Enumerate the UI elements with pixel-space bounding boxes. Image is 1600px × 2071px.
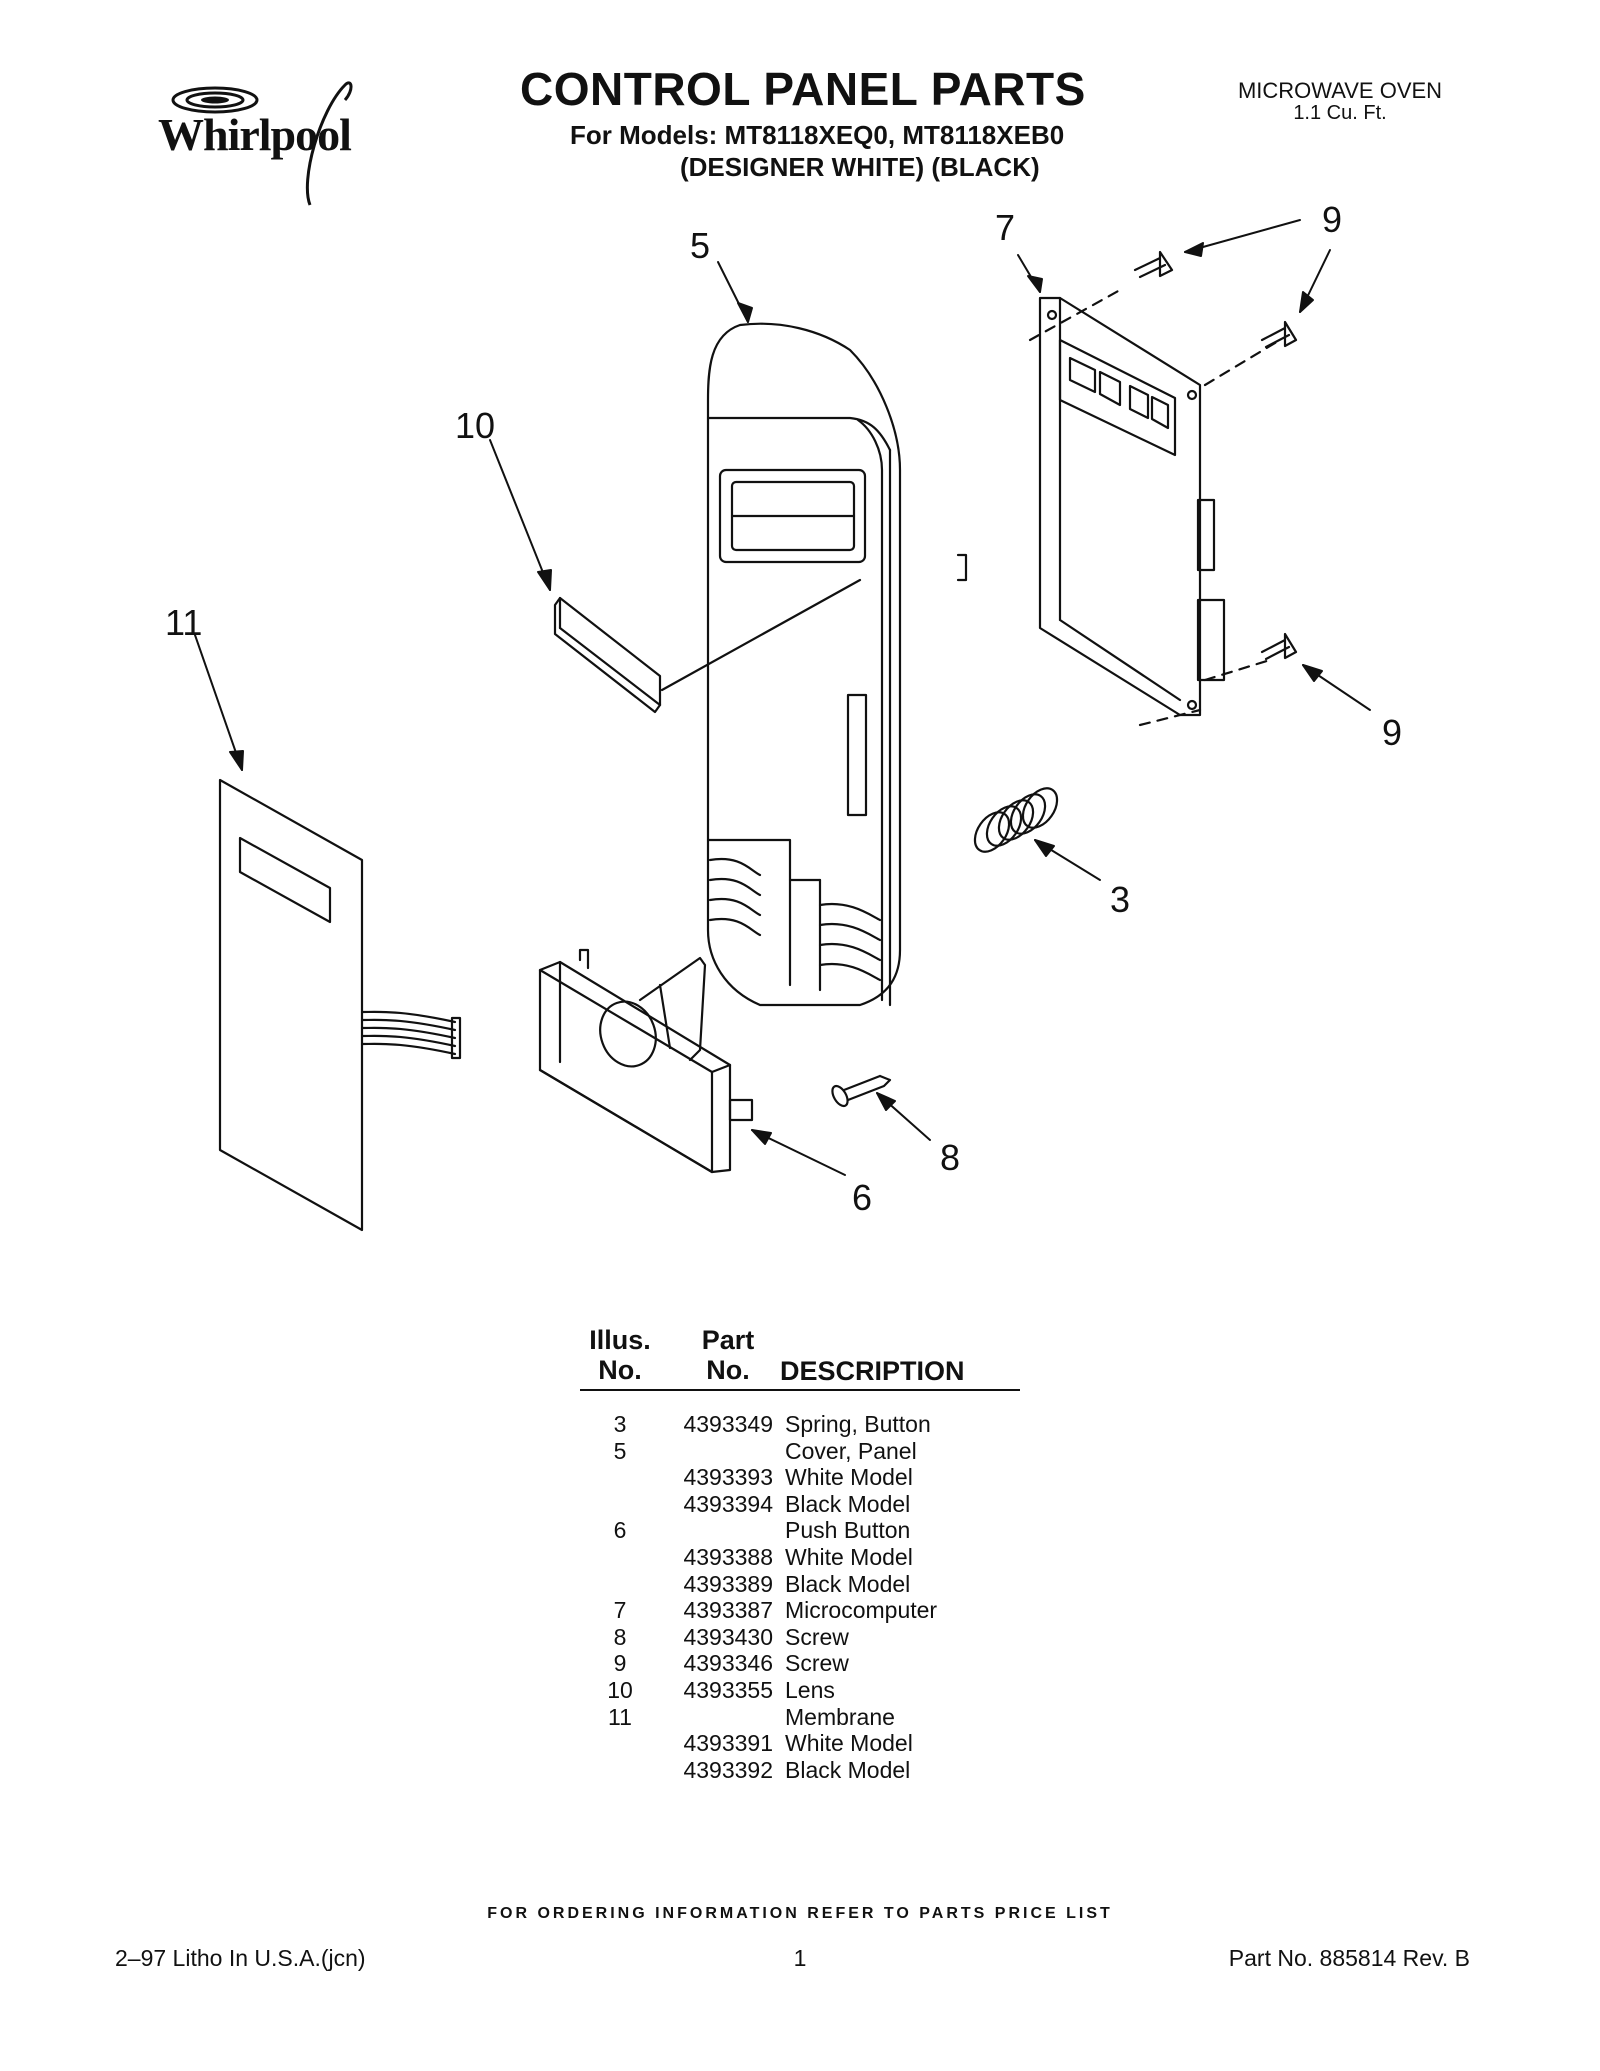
header-description: DESCRIPTION xyxy=(780,1356,965,1386)
whirlpool-logo-icon xyxy=(171,81,353,206)
part-no-cell: 4393394 xyxy=(683,1490,773,1517)
parts-table-header: Illus. No. Part No. DESCRIPTION xyxy=(580,1323,1020,1391)
push-button-icon xyxy=(538,948,754,1174)
description-cell: Spring, Button xyxy=(785,1411,931,1437)
table-row: 4393392 Black Model xyxy=(580,1757,1020,1784)
table-row: 10 4393355 Lens xyxy=(580,1677,1020,1704)
callout-9-bottom: 9 xyxy=(1382,712,1402,753)
part-no-cell: 4393389 xyxy=(683,1570,773,1597)
table-row: 8 4393430 Screw xyxy=(580,1624,1020,1651)
header-part-no-label: No. xyxy=(706,1355,750,1385)
table-row: 11 Membrane xyxy=(580,1704,1020,1731)
models-colors: (DESIGNER WHITE) (BLACK) xyxy=(680,152,1040,182)
description-cell: Microcomputer xyxy=(785,1597,938,1624)
exploded-parts-diagram: 5 7 9 10 11 9 3 8 6 xyxy=(165,199,1402,1232)
description-cell: Black Model xyxy=(785,1570,911,1597)
header-illus-no-label: No. xyxy=(598,1355,642,1385)
header-illus-label: Illus. xyxy=(589,1325,651,1355)
product-size: 1.1 Cu. Ft. xyxy=(1293,102,1387,124)
part-no-cell: 4393387 xyxy=(683,1597,773,1624)
illus-no-cell: 5 xyxy=(613,1437,627,1464)
description-cell: Push Button xyxy=(785,1517,911,1544)
illus-no-cell: 11 xyxy=(608,1703,632,1730)
page-number: 1 xyxy=(793,1945,807,1971)
part-no-cell: 4393430 xyxy=(683,1623,773,1650)
spring-icon xyxy=(973,787,1059,853)
callout-6: 6 xyxy=(852,1177,872,1218)
lens-icon xyxy=(553,578,862,714)
description-cell: White Model xyxy=(785,1730,913,1757)
header-part-label: Part xyxy=(701,1325,755,1355)
callout-9-top: 9 xyxy=(1322,199,1342,240)
description-cell: Cover, Panel xyxy=(785,1437,917,1464)
microcomputer-board-icon xyxy=(1028,288,1282,727)
callout-leaders xyxy=(194,219,1371,1176)
description-cell: Black Model xyxy=(785,1756,911,1783)
table-row: 5 Cover, Panel xyxy=(580,1438,1020,1465)
table-row: 4393394 Black Model xyxy=(580,1491,1020,1518)
part-no-cell: 4393355 xyxy=(683,1676,773,1703)
table-row: 4393388 White Model xyxy=(580,1544,1020,1571)
illus-no-cell: 10 xyxy=(607,1676,633,1703)
table-row: 4393391 White Model xyxy=(580,1730,1020,1757)
illus-no-cell: 3 xyxy=(613,1411,627,1437)
part-no-cell: 4393346 xyxy=(683,1650,773,1677)
table-row: 4393393 White Model xyxy=(580,1464,1020,1491)
callout-3: 3 xyxy=(1110,879,1130,920)
illus-no-cell: 6 xyxy=(613,1517,627,1544)
litho-note: 2–97 Litho In U.S.A.(jcn) xyxy=(115,1945,366,1971)
illus-no-cell: 9 xyxy=(613,1650,627,1677)
part-no-cell: 4393393 xyxy=(683,1464,773,1491)
illus-no-cell: 7 xyxy=(613,1597,627,1624)
callout-7: 7 xyxy=(995,207,1015,248)
part-no-cell: 4393391 xyxy=(683,1730,773,1757)
callout-10: 10 xyxy=(455,405,495,446)
description-cell: Screw xyxy=(785,1623,849,1650)
part-no-cell: 4393349 xyxy=(683,1411,773,1437)
callout-5: 5 xyxy=(690,225,710,266)
brand-name: Whirlpool xyxy=(158,109,352,160)
description-cell: White Model xyxy=(785,1543,913,1570)
table-row: 3 4393349 Spring, Button xyxy=(580,1411,1020,1438)
part-no-cell: 4393388 xyxy=(683,1543,773,1570)
description-cell: White Model xyxy=(785,1464,913,1491)
document-part-number: Part No. 885814 Rev. B xyxy=(1228,1945,1470,1971)
callout-8: 8 xyxy=(940,1137,960,1178)
callout-11: 11 xyxy=(165,602,202,643)
table-row: 7 4393387 Microcomputer xyxy=(580,1597,1020,1624)
screw-icon xyxy=(831,1074,892,1108)
description-cell: Membrane xyxy=(785,1703,895,1730)
page-title: CONTROL PANEL PARTS xyxy=(520,63,1086,115)
illus-no-cell: 8 xyxy=(613,1623,627,1650)
table-row: 9 4393346 Screw xyxy=(580,1650,1020,1677)
table-row: 6 Push Button xyxy=(580,1517,1020,1544)
header-illus-no: Illus. No. xyxy=(580,1325,660,1385)
membrane-icon xyxy=(218,778,462,1232)
description-cell: Screw xyxy=(785,1650,849,1677)
table-row: 4393389 Black Model xyxy=(580,1571,1020,1598)
part-no-cell: 4393392 xyxy=(683,1756,773,1783)
header-part-no: Part No. xyxy=(678,1325,778,1385)
description-cell: Lens xyxy=(785,1676,835,1703)
product-type: MICROWAVE OVEN xyxy=(1237,78,1443,103)
ordering-note: FOR ORDERING INFORMATION REFER TO PARTS … xyxy=(487,1905,1113,1922)
models-line: For Models: MT8118XEQ0, MT8118XEB0 xyxy=(570,120,1065,150)
parts-table: Illus. No. Part No. DESCRIPTION 3 4393349… xyxy=(580,1323,1020,1783)
screw-icon xyxy=(1133,250,1298,661)
description-cell: Black Model xyxy=(785,1490,911,1517)
control-panel-cover-icon xyxy=(706,322,968,1007)
